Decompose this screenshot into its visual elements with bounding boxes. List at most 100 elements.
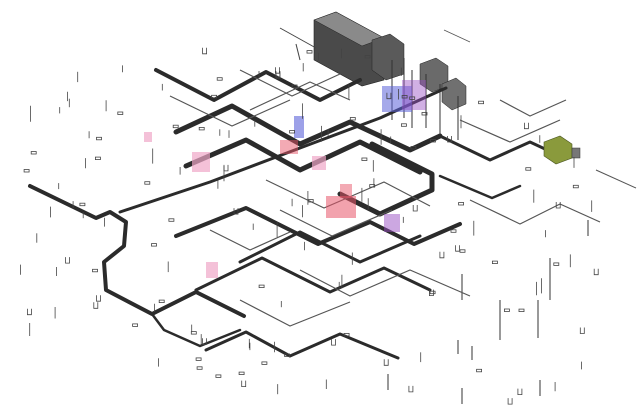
terminal-device bbox=[306, 50, 313, 54]
terminal-device bbox=[572, 184, 579, 189]
terminal-device bbox=[369, 184, 376, 188]
duct-southwest-spur bbox=[150, 312, 242, 348]
terminal-device bbox=[30, 151, 37, 155]
roof-pipe-run bbox=[279, 27, 317, 49]
terminal-device bbox=[518, 308, 525, 313]
terminal-device bbox=[190, 331, 197, 335]
roof-pipe-run-2 bbox=[295, 43, 301, 61]
terminal-device bbox=[447, 136, 452, 143]
terminal-device bbox=[275, 67, 280, 74]
duct-center-box bbox=[337, 141, 435, 217]
terminal-device bbox=[151, 243, 157, 247]
terminal-device bbox=[289, 130, 296, 134]
terminal-device bbox=[455, 245, 460, 252]
terminal-device bbox=[241, 380, 247, 387]
highlight-purple-zone-1 bbox=[402, 80, 426, 110]
highlight-zones[interactable] bbox=[144, 80, 426, 278]
terminal-device bbox=[233, 208, 239, 215]
fan-unit[interactable] bbox=[543, 135, 573, 165]
terminal-device bbox=[349, 117, 356, 121]
terminal-device bbox=[144, 181, 151, 185]
terminal-device bbox=[223, 164, 229, 172]
terminal-device bbox=[284, 353, 291, 357]
terminal-device bbox=[555, 202, 561, 209]
terminal-device bbox=[503, 308, 510, 312]
terminal-device bbox=[412, 205, 418, 212]
terminal-device bbox=[216, 77, 223, 81]
terminal-device bbox=[202, 338, 207, 345]
terminal-device bbox=[198, 127, 205, 131]
terminal-device bbox=[211, 94, 218, 99]
terminal-device bbox=[491, 260, 498, 265]
terminal-device bbox=[202, 47, 207, 55]
highlight-red-zone-1 bbox=[326, 196, 356, 218]
terminal-device bbox=[478, 100, 485, 105]
terminal-device bbox=[172, 124, 179, 129]
terminal-device bbox=[361, 157, 368, 161]
terminal-device bbox=[258, 284, 265, 289]
fan-unit-group[interactable] bbox=[543, 135, 581, 165]
terminal-device bbox=[93, 302, 99, 309]
terminal-device bbox=[459, 249, 466, 253]
secondary-piping[interactable] bbox=[169, 29, 637, 327]
terminal-device bbox=[429, 290, 436, 295]
terminal-device bbox=[517, 388, 523, 395]
terminal-device bbox=[553, 262, 560, 266]
terminal-device bbox=[386, 92, 392, 100]
terminal-device bbox=[421, 112, 428, 116]
terminal-device bbox=[79, 202, 86, 207]
terminal-device bbox=[96, 295, 101, 302]
duct-lower-loop bbox=[194, 256, 432, 294]
small-equipment-box[interactable] bbox=[441, 77, 467, 111]
small-gray-box[interactable] bbox=[571, 147, 581, 159]
duct-trunk-north bbox=[154, 68, 362, 102]
terminal-device bbox=[593, 268, 599, 276]
duct-trunk-diagonal bbox=[173, 103, 443, 153]
terminal-device bbox=[215, 374, 222, 378]
highlight-pink-zone-4 bbox=[312, 156, 326, 170]
terminal-device bbox=[196, 366, 203, 370]
terminal-device bbox=[195, 357, 202, 361]
duct-east-run bbox=[438, 174, 522, 200]
terminal-device bbox=[331, 339, 336, 346]
terminal-device bbox=[132, 323, 139, 327]
terminal-device bbox=[507, 398, 513, 405]
terminal-device bbox=[92, 268, 98, 273]
duct-far-south bbox=[204, 330, 400, 360]
main-ductwork[interactable] bbox=[28, 68, 562, 360]
terminal-device bbox=[400, 123, 407, 127]
terminal-device bbox=[117, 111, 124, 115]
terminal-device bbox=[439, 251, 445, 259]
highlight-pink-zone-2 bbox=[206, 262, 218, 278]
terminal-device bbox=[307, 199, 314, 203]
terminal-device bbox=[343, 332, 350, 337]
terminal-devices bbox=[20, 47, 599, 405]
terminal-device bbox=[27, 308, 32, 316]
highlight-blue-zone-2 bbox=[294, 116, 304, 138]
terminal-device bbox=[401, 95, 408, 99]
terminal-device bbox=[65, 257, 70, 264]
terminal-device bbox=[579, 327, 585, 334]
terminal-device bbox=[409, 96, 416, 100]
terminal-device bbox=[96, 136, 102, 141]
duct-southwest-run bbox=[28, 184, 246, 318]
terminal-device bbox=[450, 229, 457, 233]
terminal-device bbox=[275, 71, 281, 78]
terminal-device bbox=[525, 167, 532, 171]
terminal-device bbox=[408, 385, 414, 393]
terminal-device bbox=[261, 361, 268, 365]
terminal-device bbox=[383, 359, 389, 366]
terminal-device bbox=[238, 371, 245, 376]
secondary-equipment-box[interactable] bbox=[371, 33, 405, 81]
terminal-device bbox=[458, 202, 465, 206]
terminal-device bbox=[410, 146, 417, 150]
duct-center-diag bbox=[238, 230, 422, 264]
terminal-device bbox=[158, 299, 165, 304]
terminal-device bbox=[430, 139, 436, 143]
terminal-device bbox=[95, 156, 101, 161]
terminal-device bbox=[23, 169, 30, 173]
terminal-device bbox=[429, 289, 434, 296]
highlight-pink-zone-1 bbox=[192, 152, 210, 172]
